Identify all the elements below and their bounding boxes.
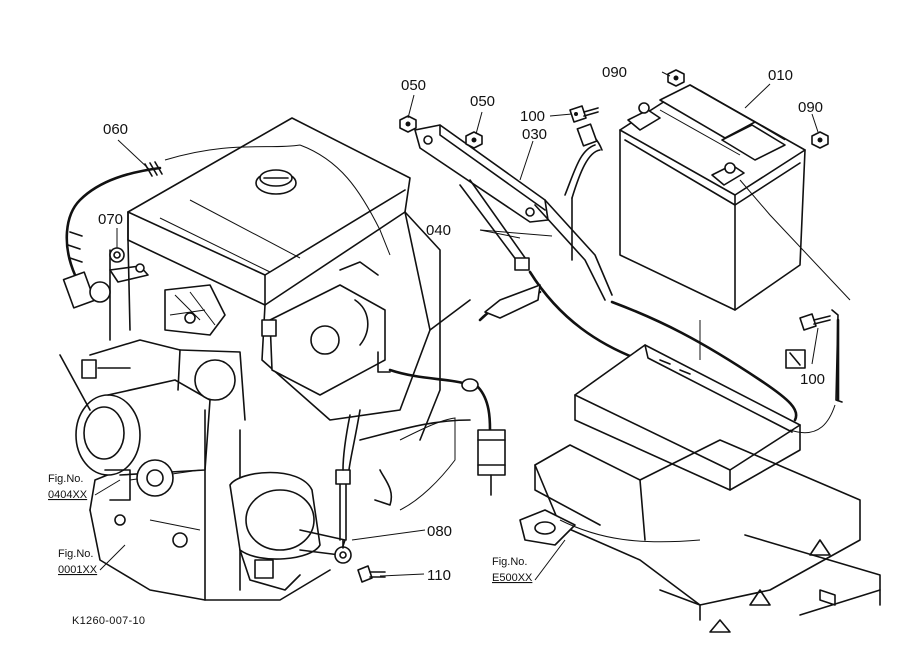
bracket-030	[414, 124, 549, 223]
callout-090-top: 090	[602, 64, 627, 81]
fuel-line-joint	[388, 284, 542, 496]
callout-030: 030	[522, 126, 547, 143]
fig-ref-number: 0001XX	[58, 564, 98, 576]
fig-ref-number: E500XX	[492, 572, 533, 584]
callout-010: 010	[768, 67, 793, 84]
figure-ref-0001xx: Fig.No. 0001XX	[58, 548, 98, 576]
callout-080: 080	[427, 523, 452, 540]
frame	[519, 439, 881, 633]
callout-100-right: 100	[800, 371, 825, 388]
fig-no-label: Fig.No.	[48, 473, 83, 485]
fig-no-label: Fig.No.	[58, 548, 93, 560]
callout-050-left: 050	[401, 77, 426, 94]
battery-cable-040	[459, 179, 798, 422]
callout-090-right: 090	[798, 99, 823, 116]
battery-negative-lead	[564, 123, 603, 261]
nut-090-right	[811, 131, 829, 149]
figure-ref-0404xx: Fig.No. 0404XX	[48, 473, 88, 501]
drawing-code: K1260-007-10	[72, 615, 145, 627]
callout-100-top: 100	[520, 108, 545, 125]
battery-010	[619, 84, 806, 311]
battery-tray	[574, 344, 806, 491]
leader-lines	[94, 71, 819, 581]
bolt-110	[357, 565, 386, 583]
fig-no-label: Fig.No.	[492, 556, 527, 568]
callout-060: 060	[103, 121, 128, 138]
bolt-100-right	[799, 309, 843, 403]
callout-040: 040	[426, 222, 451, 239]
engine-assembly	[59, 117, 471, 601]
fig-ref-number: 0404XX	[48, 489, 88, 501]
callout-070: 070	[98, 211, 123, 228]
callout-110: 110	[427, 567, 451, 584]
ground-cable-080	[334, 409, 361, 564]
nut-050-left	[399, 115, 417, 133]
figure-ref-e500xx: Fig.No. E500XX	[492, 556, 533, 584]
nut-050-right	[465, 131, 483, 149]
callout-050-right: 050	[470, 93, 495, 110]
fuel-hose-060	[62, 144, 391, 309]
bolt-100-top	[569, 105, 599, 123]
nut-090-top	[667, 69, 685, 87]
